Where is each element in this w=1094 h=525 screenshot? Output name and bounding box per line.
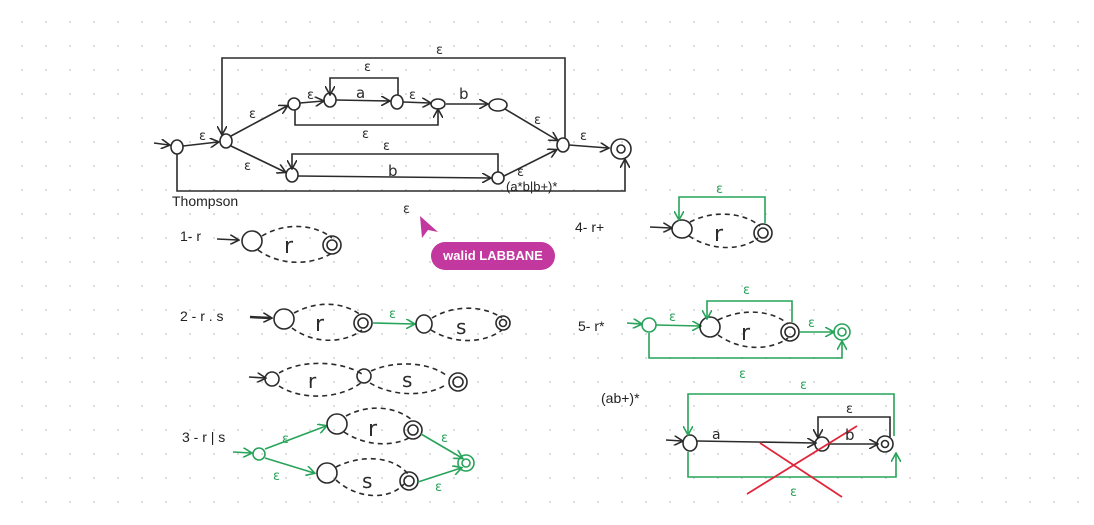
state	[252, 447, 266, 461]
epsilon-label: ε	[244, 159, 251, 174]
epsilon-label: ε	[800, 378, 807, 393]
epsilon-label: ε	[441, 431, 448, 446]
final-state	[753, 223, 773, 243]
case-4-diagram	[649, 196, 773, 249]
nfa-state	[556, 137, 570, 153]
state	[316, 462, 338, 484]
final-state	[322, 235, 342, 255]
symbol-b-label: b	[388, 162, 398, 180]
nfa-state	[285, 167, 299, 183]
state	[671, 219, 693, 239]
subexpr-s-label: s	[362, 469, 372, 493]
final-state	[495, 315, 511, 331]
state	[699, 316, 721, 338]
final-state	[353, 313, 373, 333]
state	[326, 413, 348, 435]
subexpr-r-label: r	[315, 312, 325, 337]
state	[273, 308, 295, 330]
epsilon-label: ε	[282, 432, 289, 447]
state	[641, 317, 657, 333]
regex-main-label: (a*b|b+)*	[506, 179, 558, 194]
nfa-state	[170, 139, 184, 155]
epsilon-label: ε	[436, 43, 443, 58]
case-2-diagram	[249, 303, 511, 342]
epsilon-label: ε	[517, 165, 524, 180]
state	[241, 230, 263, 252]
nfa-state	[287, 97, 301, 111]
state	[264, 371, 280, 387]
nfa-state	[219, 133, 233, 149]
epsilon-label: ε	[743, 283, 750, 298]
epsilon-label: ε	[403, 202, 410, 217]
epsilon-label: ε	[580, 129, 587, 144]
epsilon-label: ε	[199, 129, 206, 144]
final-state	[876, 435, 894, 453]
nfa-final-inner	[616, 144, 626, 154]
epsilon-label: ε	[409, 88, 416, 103]
subexpr-r-label: r	[284, 234, 294, 259]
final-state	[403, 420, 423, 440]
case-2-merged-diagram	[248, 362, 468, 397]
epsilon-label: ε	[716, 182, 723, 197]
final-state	[833, 323, 851, 341]
cursor-arrow-icon	[420, 216, 438, 238]
final-state	[448, 372, 468, 392]
epsilon-label: ε	[534, 113, 541, 128]
epsilon-label: ε	[362, 127, 369, 142]
epsilon-label: ε	[307, 88, 314, 103]
symbol-b-label: b	[459, 85, 469, 103]
regex-ab-label: (ab+)*	[601, 390, 640, 406]
epsilon-label: ε	[808, 316, 815, 331]
epsilon-label: ε	[249, 107, 256, 122]
state	[356, 368, 372, 384]
final-state	[457, 454, 475, 472]
epsilon-label: ε	[389, 307, 396, 322]
case-3-diagram	[232, 407, 475, 497]
case-3-label: 3 - r | s	[182, 429, 226, 445]
nfa-state	[491, 171, 505, 185]
state	[415, 314, 433, 334]
thompson-title: Thompson	[172, 193, 239, 209]
epsilon-label: ε	[739, 367, 746, 382]
case-5-diagram	[626, 300, 851, 359]
case-2-label: 2 - r . s	[180, 308, 224, 324]
subexpr-r-label: r	[741, 321, 751, 346]
epsilon-label: ε	[669, 310, 676, 325]
symbol-a-label: a	[712, 427, 721, 443]
case-5-label: 5- r*	[578, 318, 605, 334]
thompson-transition-labels: ε ε ε ε a ε b ε ε ε ε b ε ε ε ε	[199, 43, 587, 217]
subexpr-r-label: r	[368, 417, 378, 442]
final-state	[780, 322, 800, 342]
epsilon-label: ε	[273, 469, 280, 484]
subexpr-r-label: r	[714, 222, 724, 247]
epsilon-label: ε	[846, 402, 853, 417]
nfa-state	[323, 92, 337, 108]
symbol-b-label: b	[845, 426, 855, 444]
nfa-state	[488, 98, 508, 112]
nfa-state	[430, 98, 446, 110]
thompson-nfa-diagram	[153, 57, 632, 192]
case-1-label: 1- r	[180, 228, 201, 244]
nfa-state	[390, 94, 404, 110]
symbol-a-label: a	[356, 84, 365, 102]
nfa-final-state	[610, 138, 632, 160]
epsilon-label: ε	[435, 480, 442, 495]
subexpr-r-label: r	[308, 369, 317, 393]
subexpr-s-label: s	[456, 315, 466, 339]
ab-plus-star-diagram	[665, 393, 896, 498]
collaborator-name-badge: walid LABBANE	[431, 242, 555, 270]
epsilon-label: ε	[364, 60, 371, 75]
epsilon-label: ε	[383, 139, 390, 154]
subexpr-s-label: s	[402, 368, 412, 392]
case-1-diagram	[216, 225, 342, 264]
state	[682, 434, 698, 452]
case-4-label: 4- r+	[575, 219, 605, 235]
epsilon-label: ε	[790, 485, 797, 500]
final-state	[399, 471, 419, 491]
